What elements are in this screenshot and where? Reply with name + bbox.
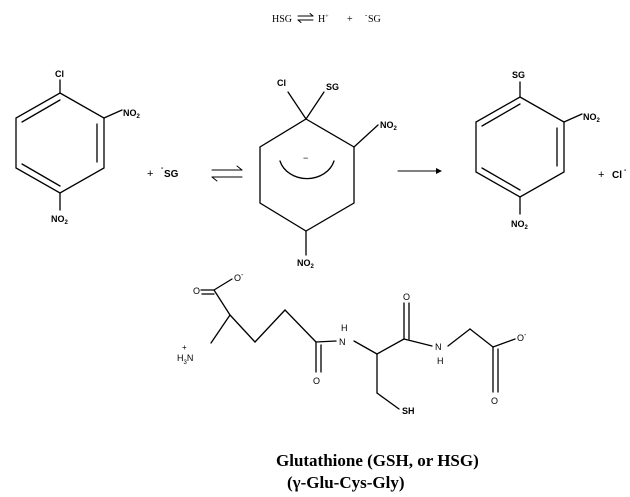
product-molecule: SG NO2 NO2 [475, 70, 601, 231]
caption-line1: Glutathione (GSH, or HSG) [276, 451, 479, 470]
plus-sign: + [347, 14, 353, 25]
product-nitro-bottom: NO2 [511, 219, 529, 231]
glutathione-structure: O O- H3N + O N H O N H SH O- O [177, 272, 527, 416]
amide1-o: O [313, 376, 320, 386]
hsg-label: HSG [272, 14, 292, 25]
cdnb-nitro-right: NO2 [123, 108, 141, 120]
amide2-n: N [435, 342, 442, 352]
amide1-n: N [339, 337, 346, 347]
equilibrium-arrow [211, 165, 243, 182]
anion-charge: - [365, 11, 368, 19]
chloride-label: Cl [612, 170, 622, 181]
negative-charge: − [303, 153, 308, 163]
cdnb-cl-label: Cl [55, 69, 64, 79]
complex-cl-label: Cl [277, 78, 286, 88]
amide2-o: O [403, 292, 410, 302]
nucleophile-term: + - SG [147, 165, 179, 180]
amide2-h: H [437, 356, 444, 366]
thiolate-label: SG [368, 14, 381, 25]
ammonium-group: H3N [177, 353, 193, 366]
product-nitro-right: NO2 [583, 112, 601, 124]
caption-line2: (γ-Glu-Cys-Gly) [287, 473, 405, 492]
caption: Glutathione (GSH, or HSG) (γ-Glu-Cys-Gly… [276, 451, 479, 492]
amide1-h: H [341, 323, 348, 333]
thiol-group: SH [402, 406, 415, 416]
thiolate-label: SG [164, 169, 179, 180]
complex-sg-label: SG [326, 82, 339, 92]
reaction-arrow [397, 168, 442, 174]
proton-label: H+ [318, 14, 329, 25]
complex-nitro-right: NO2 [380, 120, 398, 132]
complex-nitro-bottom: NO2 [297, 258, 315, 270]
carboxylate-o-minus: O- [234, 272, 244, 283]
chloride-charge: - [624, 167, 627, 174]
glutathione-dissociation-equation: HSG H+ + - SG [272, 11, 381, 25]
plus-sign: + [598, 169, 604, 181]
thiolate-charge: - [161, 165, 164, 172]
cdnb-nitro-bottom: NO2 [51, 214, 69, 226]
equilibrium-arrow [297, 13, 314, 23]
cdnb-molecule: Cl NO2 NO2 [15, 69, 141, 226]
carboxylate-o: O [193, 286, 200, 296]
ammonium-plus: + [182, 343, 187, 352]
meisenheimer-complex: − Cl SG NO2 NO2 [259, 78, 398, 270]
plus-sign: + [147, 168, 153, 180]
product-sg-label: SG [512, 70, 525, 80]
chloride-term: + Cl - [598, 167, 627, 181]
carboxylate2-o: O [491, 396, 498, 406]
carboxylate2-o-minus: O- [517, 332, 527, 343]
